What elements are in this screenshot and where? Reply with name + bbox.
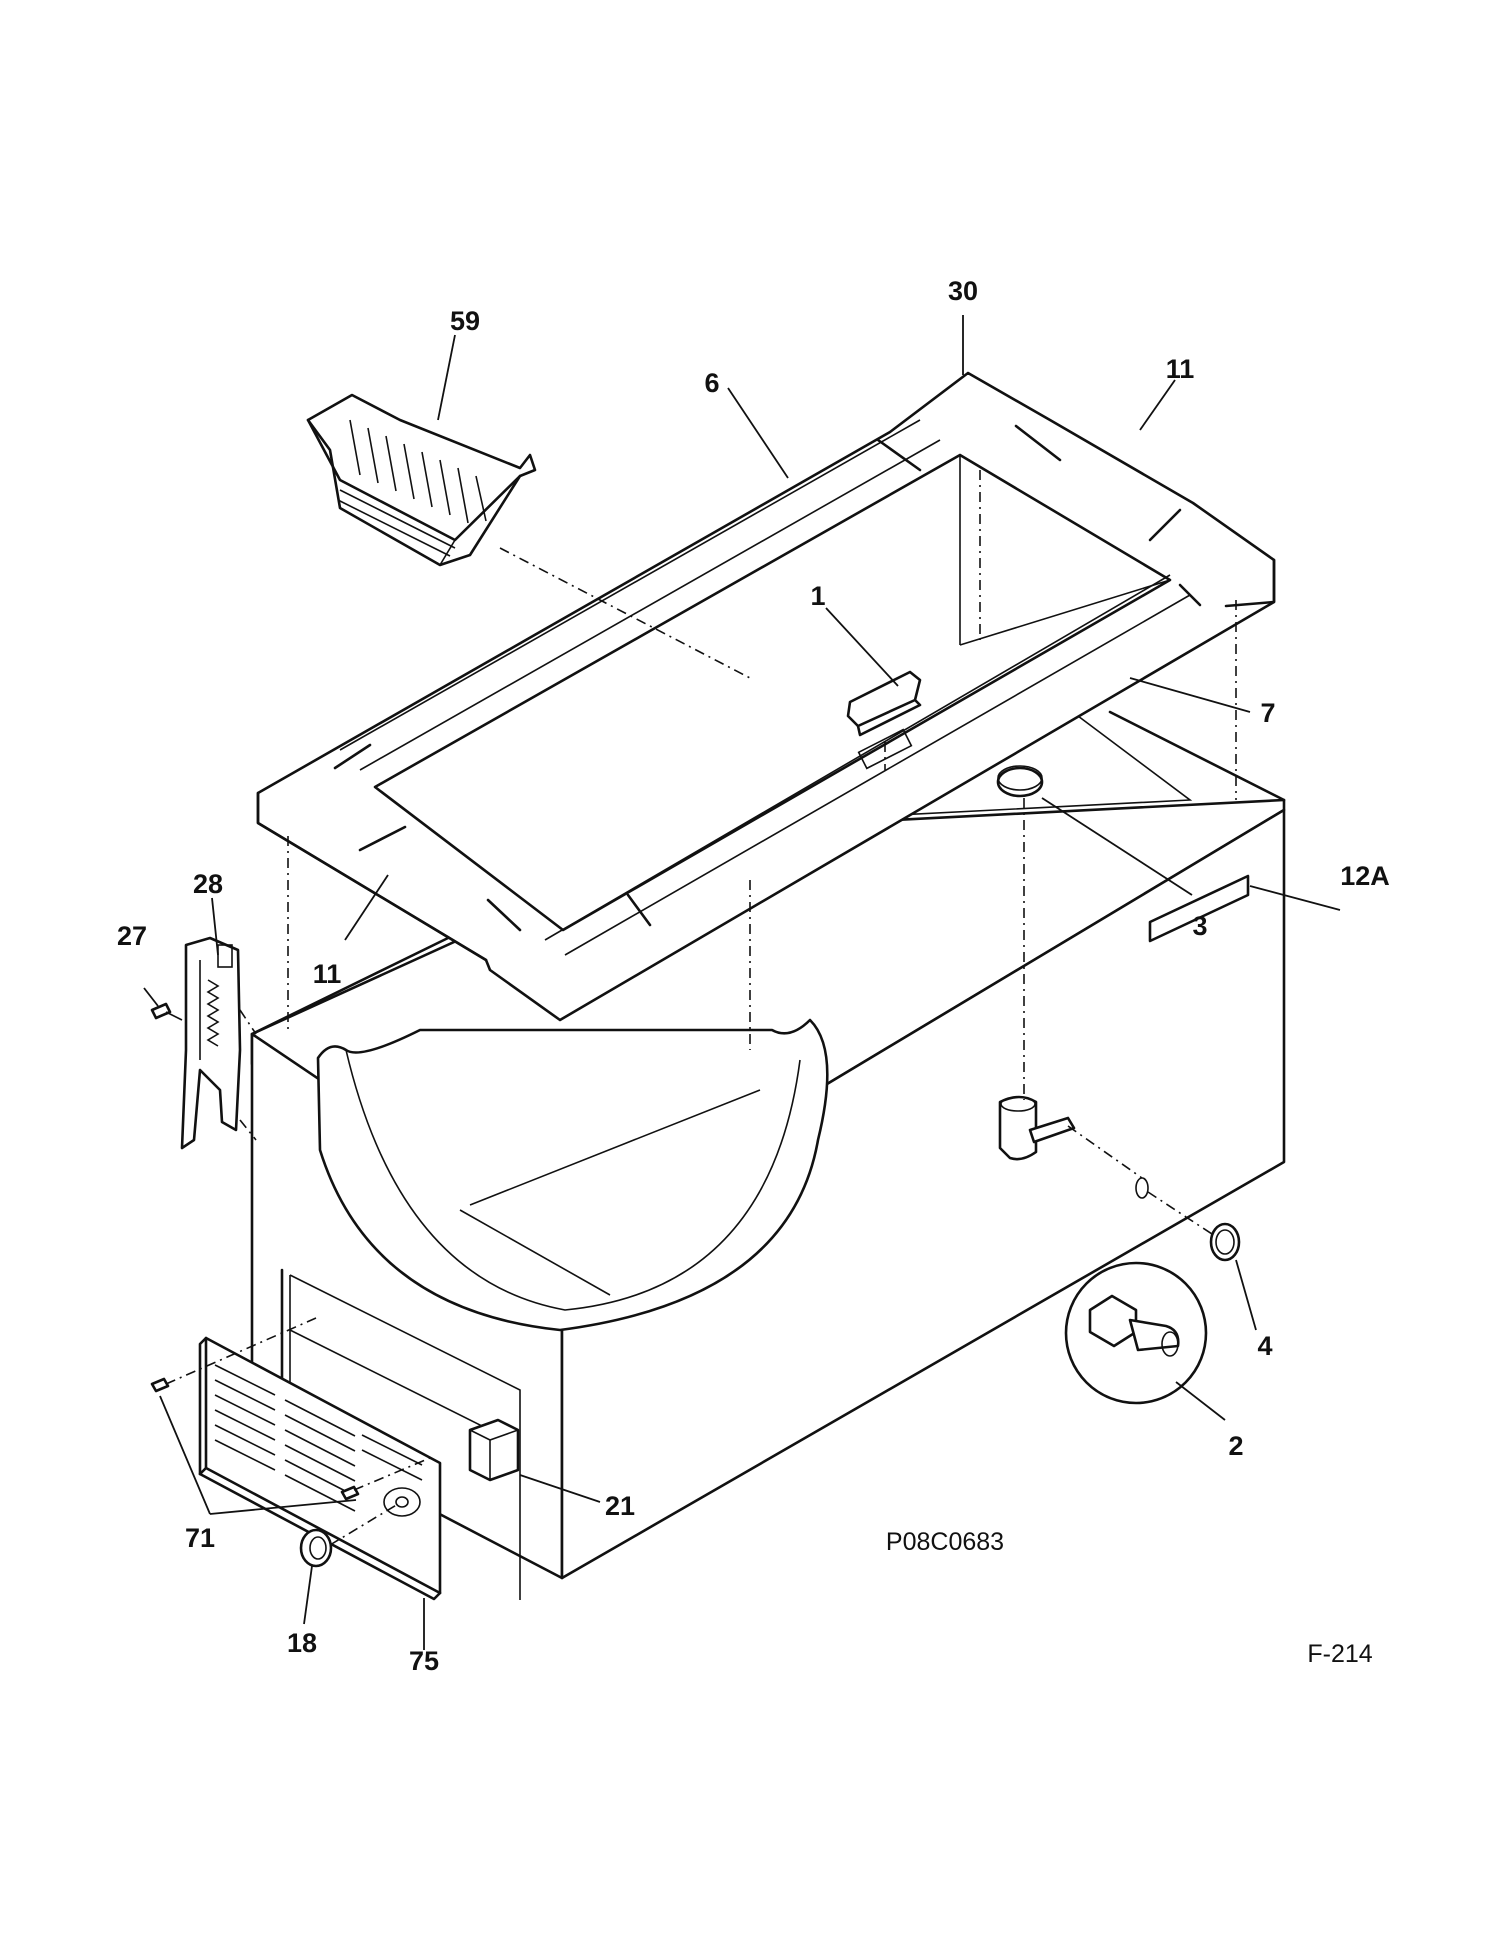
leader-lines <box>143 315 1341 1650</box>
callout-21: 21 <box>605 1491 635 1521</box>
rating-label <box>1148 874 1250 943</box>
relay-part <box>468 1418 520 1482</box>
assembly-lines <box>165 470 1237 1546</box>
callout-labels: 30 59 6 11 1 7 12A 3 28 27 11 4 2 21 71 … <box>117 276 1390 1676</box>
drain-tube <box>998 1095 1076 1161</box>
lid-handle-part <box>846 670 922 770</box>
drain-cap <box>1209 1222 1241 1262</box>
cabinet-cutaway <box>316 1018 829 1332</box>
callout-11-left: 11 <box>313 959 342 989</box>
callout-3: 3 <box>1192 911 1207 941</box>
page-code: F-214 <box>1307 1640 1372 1668</box>
diagram-code: P08C0683 <box>886 1528 1004 1556</box>
drain-fitting-detail <box>1064 1261 1208 1405</box>
grille-panel <box>198 1336 442 1601</box>
callout-75: 75 <box>409 1646 439 1676</box>
screw-part <box>150 1002 183 1021</box>
callout-27: 27 <box>117 921 147 951</box>
callout-4: 4 <box>1257 1331 1272 1361</box>
callout-18: 18 <box>287 1628 317 1658</box>
defrost-knob <box>299 1528 333 1568</box>
callout-1: 1 <box>810 581 825 611</box>
callout-2: 2 <box>1228 1431 1243 1461</box>
callout-71: 71 <box>185 1523 215 1553</box>
storage-basket <box>306 393 537 567</box>
callout-59: 59 <box>450 306 480 336</box>
callout-12a: 12A <box>1340 861 1390 891</box>
callout-6: 6 <box>704 368 719 398</box>
lid-breaker-frame <box>256 371 1276 1022</box>
lid-switch-bracket <box>180 936 242 1150</box>
callout-7: 7 <box>1260 698 1275 728</box>
callout-28: 28 <box>193 869 223 899</box>
callout-30: 30 <box>948 276 978 306</box>
drain-plug <box>996 765 1044 798</box>
callout-11-top: 11 <box>1166 354 1195 384</box>
